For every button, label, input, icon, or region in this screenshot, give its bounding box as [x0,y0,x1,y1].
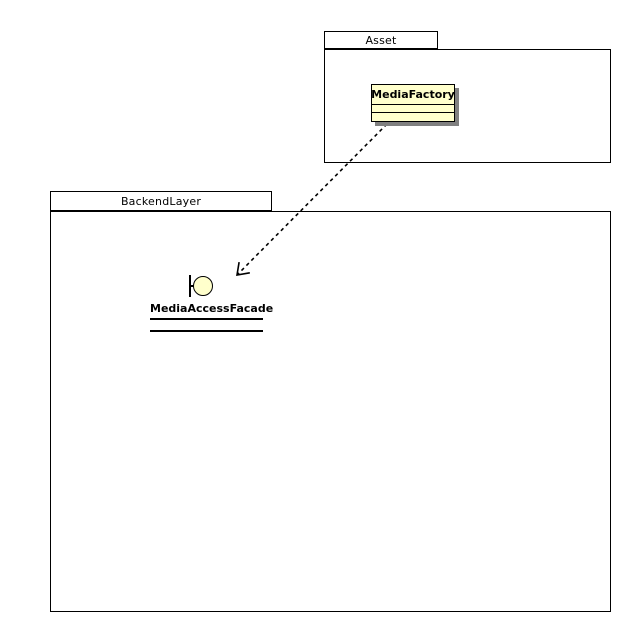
class-mediafactory-operations [372,113,454,121]
package-backendlayer-body[interactable] [50,211,611,612]
interface-ball-icon [193,276,213,296]
interface-divider-line-1 [150,318,263,320]
class-mediafactory[interactable]: MediaFactory [371,84,459,126]
class-mediafactory-name: MediaFactory [371,85,455,105]
package-asset-body[interactable] [324,49,611,163]
package-backendlayer-tab[interactable]: BackendLayer [50,191,272,211]
package-asset-tab[interactable]: Asset [324,31,438,49]
interface-divider-line-2 [150,330,263,332]
interface-mediaaccessfacade-label: MediaAccessFacade [150,302,274,315]
class-mediafactory-attributes [372,105,454,113]
package-asset-label: Asset [365,33,397,47]
interface-stem-icon [189,285,194,287]
class-mediafactory-body[interactable]: MediaFactory [371,84,455,122]
package-backendlayer-label: BackendLayer [120,194,202,208]
